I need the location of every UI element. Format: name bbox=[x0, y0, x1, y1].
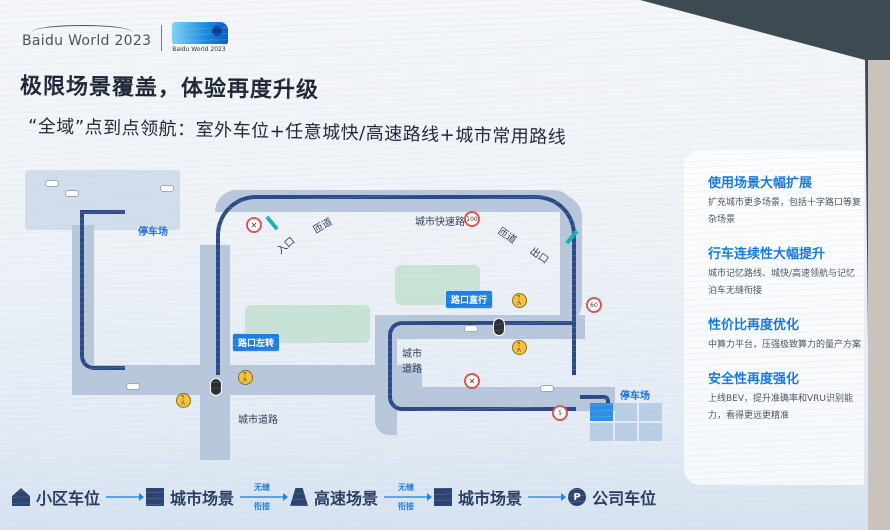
car-icon bbox=[45, 180, 59, 187]
city-building-icon bbox=[146, 488, 165, 506]
flow-step: 高速场景 bbox=[290, 485, 378, 509]
flow-step: 城市场景 bbox=[146, 485, 234, 509]
connect-label: 衔接 bbox=[254, 502, 271, 511]
flow-step: P 公司车位 bbox=[568, 485, 656, 509]
highway-icon bbox=[290, 488, 309, 506]
feature-desc: 中算力平台，压强极致算力的量产方案 bbox=[708, 340, 862, 350]
presentation-slide: Baidu World 2023 Baidu World 2023 极限场景覆盖… bbox=[0, 0, 870, 530]
route-line bbox=[80, 210, 125, 214]
city-building-icon bbox=[434, 488, 453, 506]
flow-step-label: 小区车位 bbox=[36, 489, 101, 508]
traffic-light-icon bbox=[493, 318, 505, 336]
logo-mark: Baidu World 2023 bbox=[172, 22, 229, 53]
logo-arc-icon bbox=[32, 24, 132, 39]
features-panel: 使用场景大幅扩展 扩充城市更多场景，包括十字路口等复杂场景 行车连续性大幅提升 … bbox=[684, 150, 864, 485]
feature-desc: 城市记忆路线、城快/高速领航与记忆泊车无缝衔接 bbox=[708, 269, 856, 296]
arrow-icon bbox=[528, 493, 567, 501]
home-icon bbox=[12, 488, 30, 506]
feature-item: 使用场景大幅扩展 扩充城市更多场景，包括十字路口等复杂场景 bbox=[708, 172, 864, 229]
car-icon bbox=[126, 383, 140, 390]
parking-lot-label: 停车场 bbox=[138, 227, 168, 238]
feature-title: 性价比再度优化 bbox=[708, 318, 800, 333]
speed-limit-sign: 60 bbox=[586, 297, 602, 313]
no-bicycle-sign-icon: ✕ bbox=[464, 373, 480, 389]
feature-title: 使用场景大幅扩展 bbox=[708, 176, 813, 191]
arrow-icon bbox=[384, 493, 433, 501]
logo-text: Baidu World 2023 bbox=[22, 24, 151, 49]
speed-limit-sign: 100 bbox=[464, 211, 480, 227]
feature-item: 行车连续性大幅提升 城市记忆路线、城快/高速领航与记忆泊车无缝衔接 bbox=[708, 243, 864, 300]
parking-lot-grid bbox=[590, 403, 662, 441]
traffic-light-icon bbox=[210, 378, 222, 396]
car-icon bbox=[65, 190, 79, 197]
route-map: 停车场 入口 匝道 城市快速路 匝道 出口 城市道路 城市道路 bbox=[20, 165, 670, 465]
baidu-world-logo: Baidu World 2023 Baidu World 2023 bbox=[22, 22, 229, 53]
seamless-connector: 无缝 衔接 bbox=[240, 482, 289, 512]
feature-title: 安全性再度强化 bbox=[708, 372, 800, 387]
pedestrian-icon: 🚶 bbox=[238, 370, 253, 385]
straight-callout: 路口直行 bbox=[445, 290, 494, 309]
flow-step-label: 城市场景 bbox=[170, 489, 235, 508]
scenario-flow: 小区车位 城市场景 无缝 衔接 高速场景 无缝 衔接 城市场景 P 公司车位 bbox=[12, 482, 656, 512]
flow-step: 小区车位 bbox=[12, 485, 100, 509]
feature-desc: 扩充城市更多场景，包括十字路口等复杂场景 bbox=[708, 198, 862, 225]
pedestrian-icon: 🚶 bbox=[512, 293, 527, 308]
connect-label: 衔接 bbox=[398, 502, 415, 511]
route-line bbox=[388, 321, 576, 411]
feature-item: 安全性再度强化 上线BEV，提升准确率和VRU识别能力，看得更远更精准 bbox=[708, 368, 864, 425]
feature-title: 行车连续性大幅提升 bbox=[708, 247, 826, 262]
left-turn-callout: 路口左转 bbox=[232, 333, 281, 352]
wall-edge bbox=[868, 60, 890, 530]
pedestrian-icon: 🚶 bbox=[176, 393, 191, 408]
city-road-label: 城市道路 bbox=[238, 415, 278, 426]
arrow-icon bbox=[240, 493, 289, 501]
pixel-logo-icon bbox=[172, 22, 229, 44]
arrow-icon bbox=[106, 493, 145, 501]
flow-step-label: 高速场景 bbox=[314, 489, 379, 508]
logo-divider bbox=[161, 24, 163, 51]
car-icon bbox=[160, 185, 174, 192]
city-road-label: 城市道路 bbox=[402, 349, 422, 375]
expressway-label: 城市快速路 bbox=[415, 217, 465, 228]
parking-lot-label: 停车场 bbox=[620, 391, 650, 402]
seamless-label: 无缝 bbox=[254, 483, 271, 492]
feature-desc: 上线BEV，提升准确率和VRU识别能力，看得更远更精准 bbox=[708, 394, 854, 421]
speed-limit-sign: 5 bbox=[552, 405, 568, 421]
flow-step-label: 城市场景 bbox=[458, 489, 523, 508]
flow-step-label: 公司车位 bbox=[592, 489, 657, 508]
feature-item: 性价比再度优化 中算力平台，压强极致算力的量产方案 bbox=[708, 314, 864, 354]
route-line bbox=[80, 210, 125, 370]
slide-title: 极限场景覆盖，体验再度升级 bbox=[19, 74, 320, 104]
no-pedestrian-sign-icon: ✕ bbox=[246, 217, 262, 233]
car-icon bbox=[464, 325, 478, 332]
slide-subtitle: “全域”点到点领航：室外车位+任意城快/高速路线+城市常用路线 bbox=[27, 116, 567, 149]
seamless-label: 无缝 bbox=[398, 483, 415, 492]
pedestrian-icon: 🚶 bbox=[512, 340, 527, 355]
flow-step: 城市场景 bbox=[434, 485, 522, 509]
route-line bbox=[216, 195, 576, 375]
parking-icon: P bbox=[568, 488, 587, 506]
logo-small-text: Baidu World 2023 bbox=[172, 46, 226, 53]
seamless-connector: 无缝 衔接 bbox=[384, 482, 433, 512]
car-icon bbox=[540, 385, 554, 392]
